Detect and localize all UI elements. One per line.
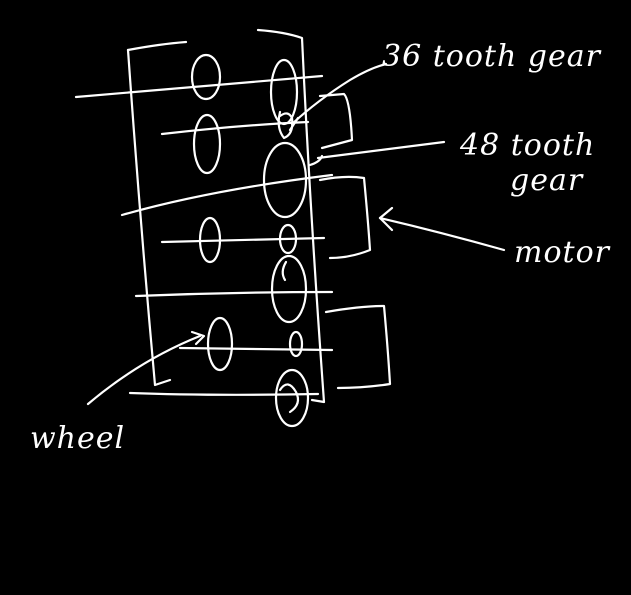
label-36-tooth-gear: 36 tooth gear (382, 39, 602, 74)
motors (318, 92, 392, 390)
label-wheel: wheel (30, 421, 125, 456)
label-48-tooth-gear-line2: gear (510, 163, 584, 198)
chassis-frame (126, 28, 326, 404)
axles (74, 74, 334, 396)
label-48-tooth-gear-line1: 48 tooth (459, 128, 595, 163)
leader-lines (86, 62, 506, 406)
gears (262, 58, 310, 428)
label-motor: motor (514, 235, 611, 270)
wheels (190, 53, 234, 372)
